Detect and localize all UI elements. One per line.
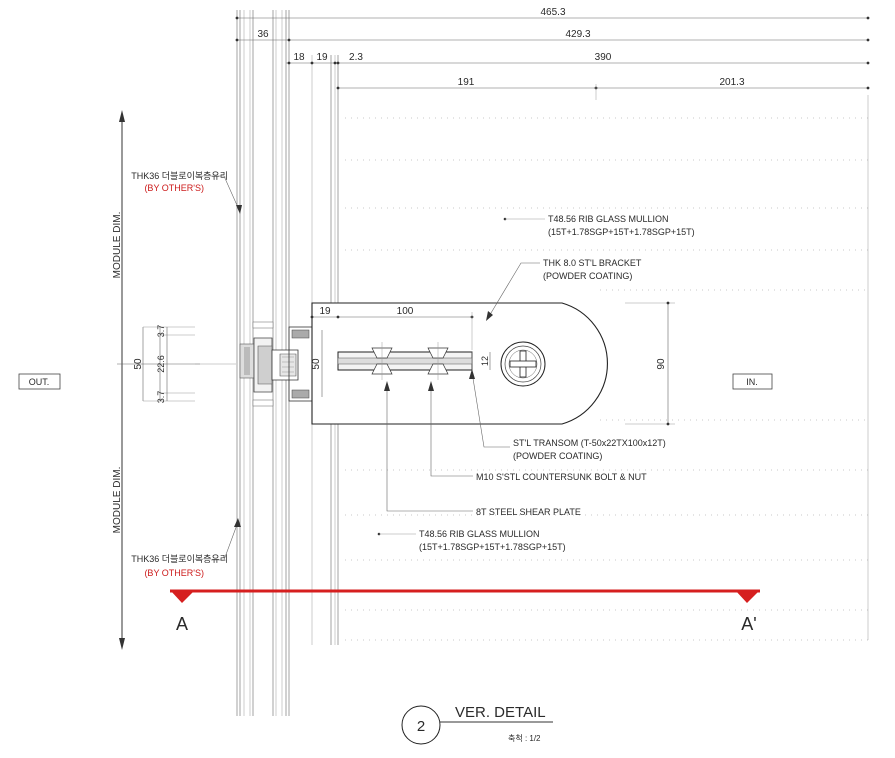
glass-top-line1: THK36 더블로이복층유리 bbox=[131, 171, 228, 181]
dim-19: 19 bbox=[316, 52, 328, 63]
bolt-right bbox=[427, 342, 449, 380]
detail-number: 2 bbox=[417, 718, 425, 735]
dim-390: 390 bbox=[595, 52, 612, 63]
dim-201-3: 201.3 bbox=[719, 77, 744, 88]
shear-plate-label: 8T STEEL SHEAR PLATE bbox=[476, 507, 581, 517]
dim-18: 18 bbox=[293, 52, 305, 63]
annotation-bracket: THK 8.0 ST'L BRACKET (POWDER COATING) bbox=[486, 258, 642, 321]
in-label: IN. bbox=[746, 377, 758, 387]
section-label-a-prime: A' bbox=[741, 614, 756, 634]
mullion-bottom-line2: (15T+1.78SGP+15T+1.78SGP+15T) bbox=[419, 542, 566, 552]
annotation-glass-bottom: THK36 더블로이복층유리 (BY OTHER'S) bbox=[131, 518, 241, 578]
anchor-bolt-icon bbox=[500, 341, 546, 387]
rib-glass-mullion-field bbox=[345, 95, 869, 641]
dim-bracket-100: 100 bbox=[397, 306, 414, 317]
dim-2-3: 2.3 bbox=[349, 52, 363, 63]
section-label-a: A bbox=[176, 614, 188, 634]
out-label: OUT. bbox=[29, 377, 50, 387]
module-dim-bottom-label: MODULE DIM. bbox=[112, 467, 123, 534]
dim-bracket-19: 19 bbox=[319, 306, 331, 317]
dim-50-joint: 50 bbox=[133, 358, 144, 370]
glass-top-line2: (BY OTHER'S) bbox=[144, 183, 204, 193]
transom-line1: ST'L TRANSOM (T-50x22TX100x12T) bbox=[513, 438, 666, 448]
module-dim-top-label: MODULE DIM. bbox=[112, 212, 123, 279]
top-dimensions: 465.3 36 429.3 18 19 2.3 390 191 201.3 bbox=[235, 7, 870, 100]
section-line: A A' bbox=[170, 589, 760, 634]
dim-overall: 465.3 bbox=[540, 7, 565, 18]
bracket-line1: THK 8.0 ST'L BRACKET bbox=[543, 258, 642, 268]
dim-191: 191 bbox=[458, 77, 475, 88]
detail-title: VER. DETAIL bbox=[455, 704, 546, 721]
dim-429-3: 429.3 bbox=[565, 29, 590, 40]
dim-frame-50: 50 bbox=[311, 358, 322, 370]
mullion-bottom-line1: T48.56 RIB GLASS MULLION bbox=[419, 529, 540, 539]
dim-3-7-top: 3.7 bbox=[156, 325, 166, 338]
bolt-left bbox=[371, 342, 393, 380]
dim-transom-12: 12 bbox=[480, 356, 490, 366]
scale-label: 축척 : 1/2 bbox=[508, 734, 541, 743]
mullion-top-line2: (15T+1.78SGP+15T+1.78SGP+15T) bbox=[548, 227, 695, 237]
out-tag: OUT. bbox=[18, 373, 61, 390]
dim-36: 36 bbox=[257, 29, 269, 40]
dim-90: 90 bbox=[625, 301, 675, 426]
dim-3-7-bottom: 3.7 bbox=[156, 391, 166, 404]
in-tag: IN. bbox=[732, 373, 773, 390]
bracket-line2: (POWDER COATING) bbox=[543, 271, 632, 281]
steel-transom: 12 bbox=[337, 342, 491, 380]
module-dimension: MODULE DIM. MODULE DIM. bbox=[112, 110, 200, 650]
glass-joint-detail bbox=[195, 321, 313, 407]
joint-stack-dimensions: 50 3.7 22.6 3.7 bbox=[133, 325, 195, 404]
annotation-mullion-top: T48.56 RIB GLASS MULLION (15T+1.78SGP+15… bbox=[503, 214, 695, 237]
glass-bottom-line1: THK36 더블로이복층유리 bbox=[131, 554, 228, 564]
dim-22-6: 22.6 bbox=[156, 355, 166, 373]
annotation-glass-top: THK36 더블로이복층유리 (BY OTHER'S) bbox=[131, 171, 242, 214]
detail-title-block: 2 VER. DETAIL 축척 : 1/2 bbox=[401, 704, 553, 745]
annotation-shear-plate: 8T STEEL SHEAR PLATE bbox=[384, 381, 581, 517]
transom-line2: (POWDER COATING) bbox=[513, 451, 602, 461]
bolt-label: M10 S'STL COUNTERSUNK BOLT & NUT bbox=[476, 472, 647, 482]
mullion-top-line1: T48.56 RIB GLASS MULLION bbox=[548, 214, 669, 224]
dim-bracket-90: 90 bbox=[656, 358, 667, 370]
annotation-mullion-bottom: T48.56 RIB GLASS MULLION (15T+1.78SGP+15… bbox=[377, 529, 566, 552]
glass-bottom-line2: (BY OTHER'S) bbox=[144, 568, 204, 578]
annotation-transom: ST'L TRANSOM (T-50x22TX100x12T) (POWDER … bbox=[469, 369, 666, 461]
annotation-bolt: M10 S'STL COUNTERSUNK BOLT & NUT bbox=[428, 381, 647, 482]
